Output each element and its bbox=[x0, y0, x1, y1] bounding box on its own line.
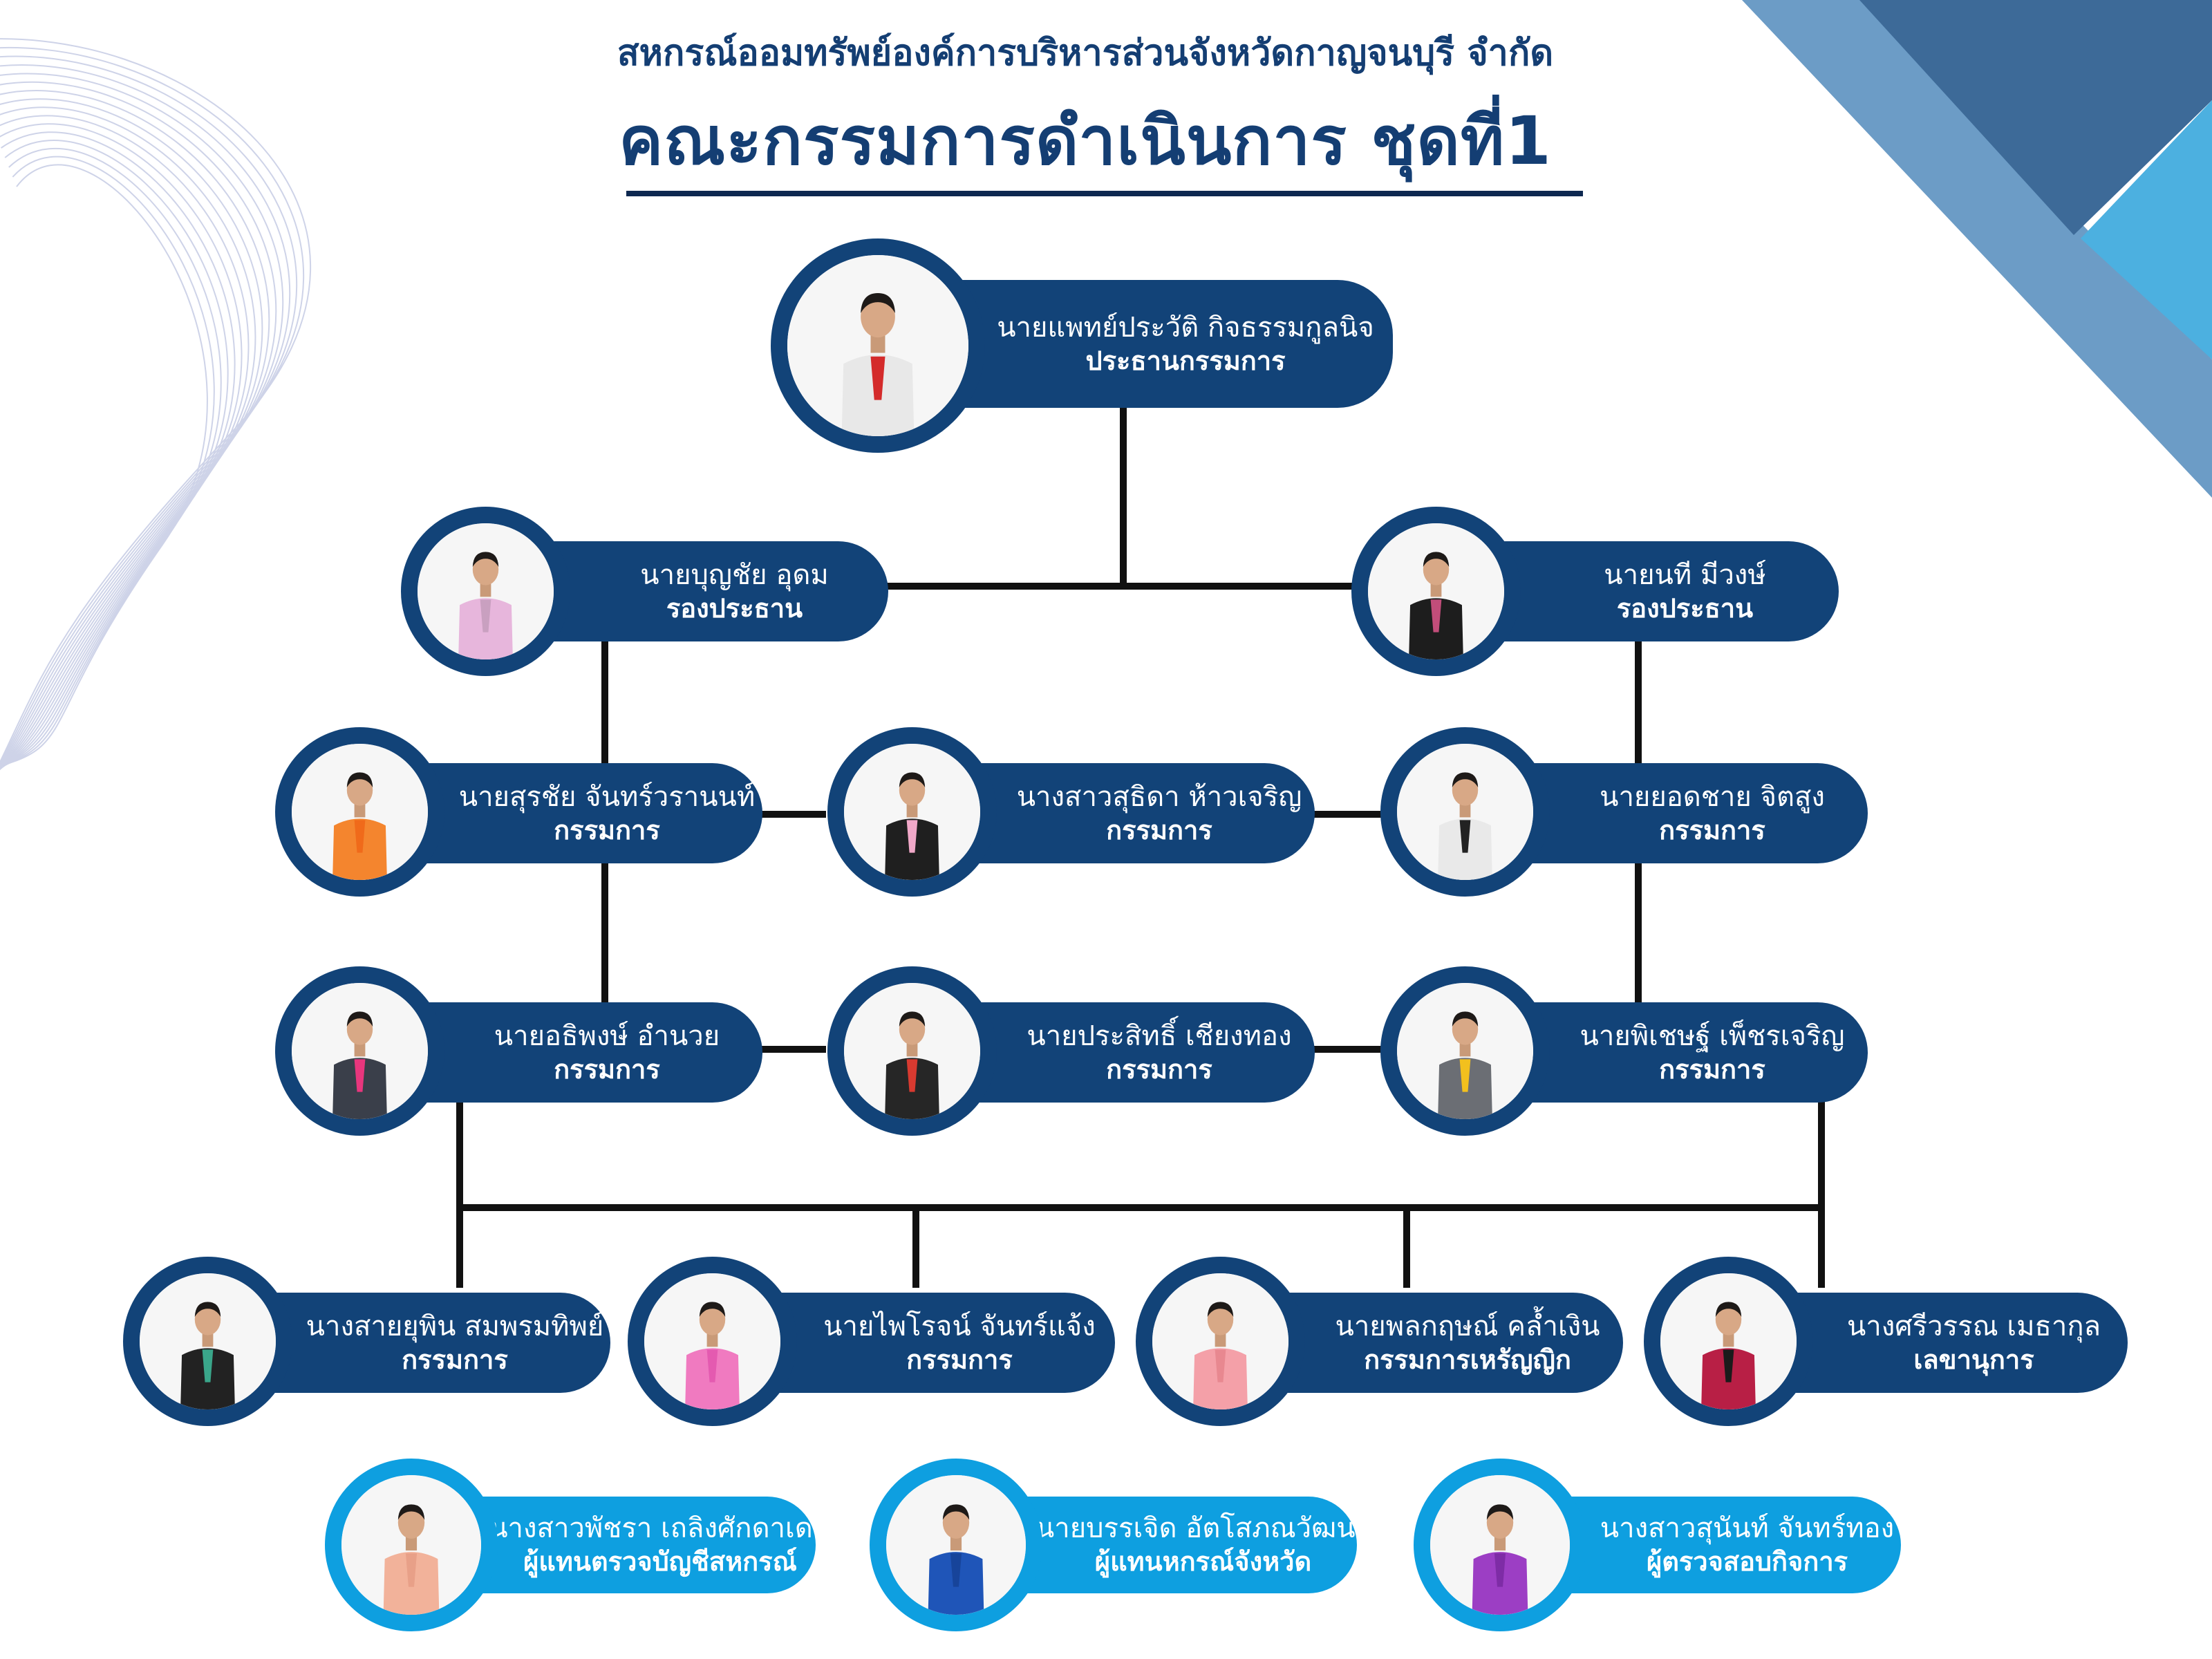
member-pill: นายประสิทธิ์ เชียงทอง กรรมการ bbox=[928, 1002, 1315, 1103]
member-photo-avatar bbox=[123, 1257, 292, 1426]
member-name: นางสาวสุนันท์ จันทร์ทอง bbox=[1600, 1512, 1895, 1545]
member-photo-avatar bbox=[325, 1459, 498, 1631]
member-name: นางศรีวรรณ เมธากุล bbox=[1846, 1310, 2101, 1342]
member-role: กรรมการ bbox=[1659, 1053, 1765, 1085]
member-role: ผู้แทนตรวจบัญชีสหกรณ์ bbox=[523, 1546, 797, 1577]
person-icon bbox=[1660, 1273, 1797, 1409]
person-icon bbox=[140, 1273, 276, 1409]
member-name: นายอธิพงษ์ อำนวย bbox=[494, 1020, 720, 1052]
member-role: กรรมการ bbox=[1106, 1053, 1212, 1085]
member-role: กรรมการ bbox=[1106, 814, 1212, 845]
member-photo-avatar bbox=[1136, 1257, 1305, 1426]
member-photo-avatar bbox=[1380, 966, 1550, 1136]
member-photo-avatar bbox=[401, 507, 570, 676]
member-name: นางสาวพัชรา เถลิงศักดาเดช bbox=[489, 1512, 832, 1545]
person-icon bbox=[1152, 1273, 1288, 1409]
person-icon bbox=[886, 1475, 1026, 1615]
member-pill: นายพิเชษฐ์ เพ็ชรเจริญ กรรมการ bbox=[1481, 1002, 1868, 1103]
person-icon bbox=[644, 1273, 780, 1409]
wave-decoration bbox=[0, 38, 312, 771]
member-role: กรรมการ bbox=[906, 1344, 1013, 1375]
member-photo-avatar bbox=[1644, 1257, 1813, 1426]
member-photo-avatar bbox=[1414, 1459, 1586, 1631]
corner-decoration bbox=[1742, 0, 2212, 498]
member-name: นายประสิทธิ์ เชียงทอง bbox=[1027, 1020, 1292, 1052]
member-name: นายนที มีวงษ์ bbox=[1604, 559, 1766, 591]
member-role: กรรมการเหรัญญิก bbox=[1364, 1344, 1571, 1375]
person-icon bbox=[844, 744, 980, 880]
member-photo-avatar bbox=[827, 727, 997, 897]
person-icon bbox=[1368, 523, 1504, 659]
member-name: นายไพโรจน์ จันทร์แจ้ง bbox=[823, 1310, 1096, 1342]
member-role: รองประธาน bbox=[1616, 592, 1754, 624]
person-icon bbox=[787, 255, 968, 436]
cooperative-name: สหกรณ์ออมทรัพย์องค์การบริหารส่วนจังหวัดก… bbox=[617, 32, 1554, 74]
member-photo-avatar bbox=[827, 966, 997, 1136]
member-role: กรรมการ bbox=[554, 814, 660, 845]
member-pill: นางสายยุพิน สมพรมทิพย์ กรรมการ bbox=[223, 1293, 610, 1393]
member-pill: นายไพโรจน์ จันทร์แจ้ง กรรมการ bbox=[728, 1293, 1115, 1393]
member-name: นางสาวสุธิดา ห้าวเจริญ bbox=[1016, 780, 1302, 813]
member-role: กรรมการ bbox=[1659, 814, 1765, 845]
member-name: นายแพทย์ประวัติ กิจธรรมกูลนิจ bbox=[997, 311, 1374, 344]
member-pill: นายนที มีวงษ์ รองประธาน bbox=[1455, 541, 1839, 641]
member-name: นายพิเชษฐ์ เพ็ชรเจริญ bbox=[1580, 1020, 1845, 1052]
member-photo-avatar bbox=[1380, 727, 1550, 897]
person-icon bbox=[418, 523, 554, 659]
page-title: คณะกรรมการดำเนินการ ชุดที่1 bbox=[619, 102, 1552, 180]
member-photo-avatar bbox=[275, 727, 444, 897]
member-photo-avatar bbox=[1351, 507, 1521, 676]
person-icon bbox=[1430, 1475, 1570, 1615]
member-role: กรรมการ bbox=[402, 1344, 508, 1375]
member-name: นายบุญชัย อุดม bbox=[640, 559, 829, 591]
member-photo-avatar bbox=[628, 1257, 797, 1426]
member-role: ประธานกรรมการ bbox=[1085, 345, 1286, 376]
member-name: นายสุรชัย จันทร์วรานนท์ bbox=[458, 780, 756, 813]
member-role: กรรมการ bbox=[554, 1053, 660, 1085]
member-role: รองประธาน bbox=[666, 592, 803, 624]
title-underline bbox=[626, 191, 1583, 196]
member-name: นายพลกฤษณ์ คล้ำเงิน bbox=[1335, 1310, 1600, 1342]
person-icon bbox=[1397, 983, 1533, 1119]
member-photo-avatar bbox=[275, 966, 444, 1136]
person-icon bbox=[292, 744, 428, 880]
member-pill: นายยอดชาย จิตสูง กรรมการ bbox=[1481, 763, 1868, 863]
person-icon bbox=[292, 983, 428, 1119]
member-photo-avatar bbox=[870, 1459, 1042, 1631]
person-icon bbox=[1397, 744, 1533, 880]
member-role: เลขานุการ bbox=[1913, 1344, 2034, 1375]
member-pill: นายอธิพงษ์ อำนวย กรรมการ bbox=[375, 1002, 762, 1103]
member-name: นายบรรเจิด อัตโสภณวัฒนา bbox=[1035, 1512, 1371, 1545]
member-name: นายยอดชาย จิตสูง bbox=[1600, 780, 1825, 813]
member-name: นางสายยุพิน สมพรมทิพย์ bbox=[306, 1310, 604, 1342]
person-icon bbox=[844, 983, 980, 1119]
member-pill: นางศรีวรรณ เมธากุล เลขานุการ bbox=[1744, 1293, 2128, 1393]
person-icon bbox=[341, 1475, 481, 1615]
member-photo-avatar bbox=[771, 238, 985, 453]
member-pill: นายบรรเจิด อัตโสภณวัฒนา ผู้แทนหกรณ์จังหว… bbox=[973, 1497, 1371, 1593]
member-role: ผู้ตรวจสอบกิจการ bbox=[1646, 1546, 1848, 1577]
member-role: ผู้แทนหกรณ์จังหวัด bbox=[1094, 1546, 1312, 1577]
